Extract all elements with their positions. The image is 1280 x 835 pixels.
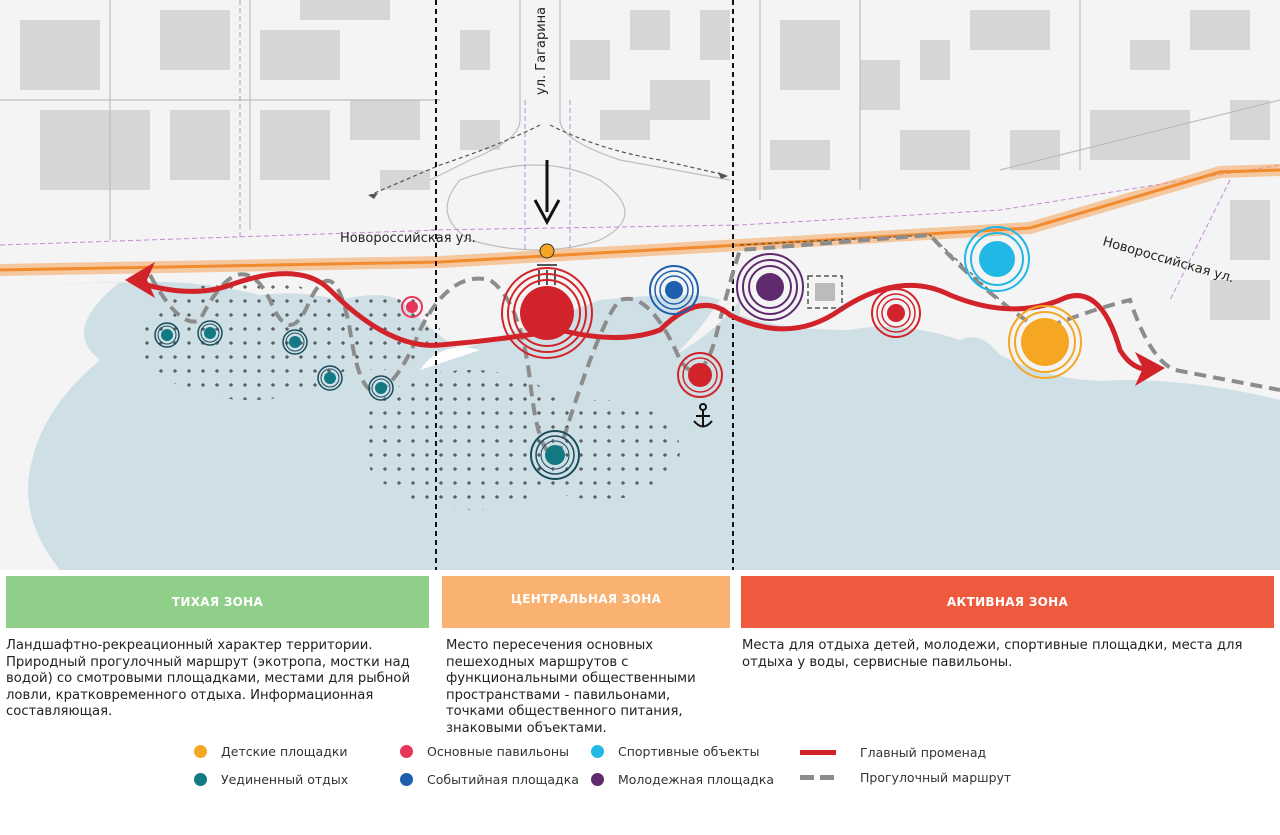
legend-pavilions: Основные павильоны (400, 744, 569, 759)
zone-quiet-description: Ландшафтно-рекреационный характер террит… (6, 638, 411, 719)
pavilion-points (401, 267, 921, 398)
legend-walk: Прогулочный маршрут (800, 770, 1011, 785)
legend-events-label: Событийная площадка (427, 772, 579, 787)
landmark-icon (537, 243, 557, 285)
buildings (20, 0, 1270, 320)
zone-central-description: Место пересечения основных пешеходных ма… (446, 638, 696, 736)
legend-walk-label: Прогулочный маршрут (860, 770, 1012, 785)
legend-promenade-line (800, 750, 836, 755)
zone-quiet-header: ТИХАЯ ЗОНА (6, 576, 429, 628)
legend-secluded-dot (194, 773, 207, 786)
anchor-icon (693, 403, 713, 428)
legend-youth-dot (591, 773, 604, 786)
zone-dividers (435, 0, 734, 570)
street-label-novorossiyskaya: Новороссийская ул. (340, 231, 476, 246)
zone-active-header: АКТИВНАЯ ЗОНА (741, 576, 1274, 628)
service-pavilion (807, 275, 843, 309)
zone-active-description: Места для отдыха детей, молодежи, спорти… (742, 638, 1243, 670)
event-platform-point (649, 265, 699, 315)
legend-promenade: Главный променад (800, 745, 986, 760)
legend-children-dot (194, 745, 207, 758)
site-plan-map: Новороссийская ул. Новороссийская ул. ул… (0, 0, 1280, 570)
street-label-gagarina: ул. Гагарина (534, 7, 549, 95)
youth-platform-point (736, 253, 804, 321)
legend-pavilions-label: Основные павильоны (427, 744, 569, 759)
legend-sports-dot (591, 745, 604, 758)
legend-sports-label: Спортивные объекты (618, 744, 760, 759)
legend-pavilions-dot (400, 745, 413, 758)
children-playground-point (1008, 305, 1082, 379)
legend-youth: Молодежная площадка (591, 772, 774, 787)
legend-children-label: Детские площадки (221, 744, 348, 759)
legend-children: Детские площадки (194, 744, 348, 759)
secluded-rest-points (154, 320, 580, 480)
walk-route (148, 232, 1280, 456)
pedestrian-flow-arrows (369, 124, 1001, 301)
sports-object-point (964, 226, 1030, 292)
legend-secluded-label: Уединенный отдых (221, 772, 349, 787)
legend-walk-line (800, 775, 836, 780)
legend-events: Событийная площадка (400, 772, 579, 787)
legend-youth-label: Молодежная площадка (618, 772, 775, 787)
legend-promenade-label: Главный променад (860, 745, 987, 760)
legend-events-dot (400, 773, 413, 786)
zone-central-header: ЦЕНТРАЛЬНАЯ ЗОНА (442, 576, 730, 628)
legend-secluded: Уединенный отдых (194, 772, 348, 787)
district-borders (0, 0, 1280, 301)
local-streets (0, 0, 1280, 251)
legend-sports: Спортивные объекты (591, 744, 760, 759)
